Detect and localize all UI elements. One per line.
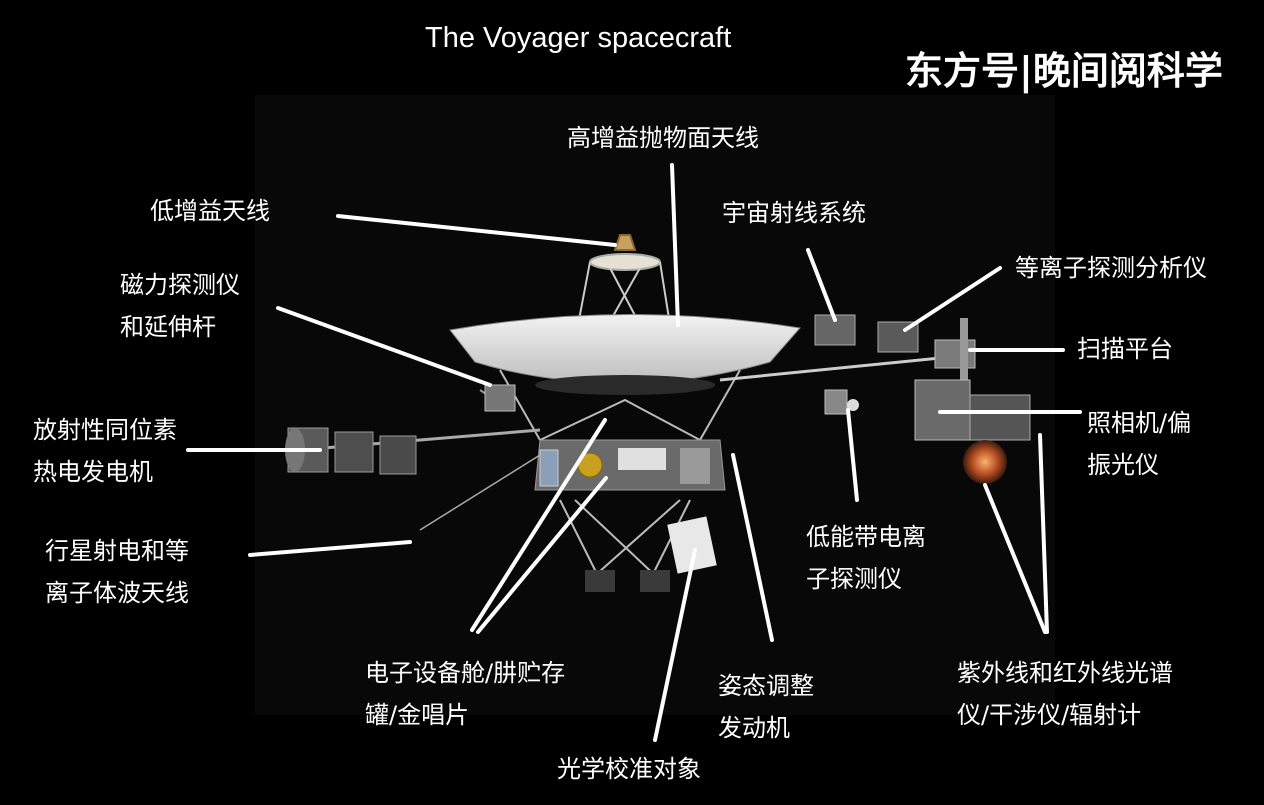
pointer-lines bbox=[186, 163, 1082, 742]
plasma-wave-antenna bbox=[419, 454, 541, 531]
label-text-line-1: 行星射电和等 bbox=[45, 537, 189, 565]
pointer-planetary-radio bbox=[248, 540, 412, 557]
label-cosmic-ray: 宇宙射线系统 bbox=[722, 192, 866, 234]
label-high-gain-antenna: 高增益抛物面天线 bbox=[567, 117, 759, 159]
label-text-line-1: 紫外线和红外线光谱 bbox=[957, 659, 1173, 687]
label-electronics-bus: 电子设备舱/肼贮存 罐/金唱片 bbox=[365, 652, 565, 736]
pointer-magnetometer bbox=[276, 306, 492, 387]
label-text-line-1: 放射性同位素 bbox=[33, 416, 177, 444]
label-magnetometer: 磁力探测仪 和延伸杆 bbox=[120, 264, 240, 348]
label-text: 扫描平台 bbox=[1077, 335, 1173, 363]
label-low-energy-particle: 低能带电离 子探测仪 bbox=[806, 516, 926, 600]
support-truss bbox=[499, 369, 741, 581]
label-text-line-2: 热电发电机 bbox=[33, 458, 153, 486]
label-text-line-2: 和延伸杆 bbox=[120, 313, 216, 341]
lecp-instrument bbox=[824, 389, 859, 415]
label-uv-ir: 紫外线和红外线光谱 仪/干涉仪/辐射计 bbox=[957, 652, 1173, 736]
label-text-line-1: 电子设备舱/肼贮存 bbox=[365, 659, 566, 687]
label-text-line-1: 照相机/偏 bbox=[1087, 409, 1192, 437]
label-text-line-2: 振光仪 bbox=[1087, 451, 1159, 479]
label-text-line-2: 发动机 bbox=[718, 714, 790, 742]
uv-ir-instrument bbox=[963, 440, 1007, 484]
label-planetary-radio: 行星射电和等 离子体波天线 bbox=[45, 530, 189, 614]
label-text: 光学校准对象 bbox=[557, 755, 701, 783]
pointer-bus-2 bbox=[476, 476, 608, 634]
cameras bbox=[914, 379, 1031, 484]
label-text: 低增益天线 bbox=[150, 197, 270, 225]
thruster-cluster bbox=[585, 570, 670, 592]
label-optical-calibration: 光学校准对象 bbox=[557, 748, 701, 790]
label-text-line-1: 低能带电离 bbox=[806, 523, 926, 551]
calibration-plate bbox=[667, 516, 717, 574]
label-text: 等离子探测分析仪 bbox=[1015, 254, 1207, 282]
label-text-line-2: 仪/干涉仪/辐射计 bbox=[957, 701, 1142, 729]
label-text-line-1: 磁力探测仪 bbox=[120, 271, 240, 299]
label-camera: 照相机/偏 振光仪 bbox=[1087, 402, 1191, 486]
high-gain-dish bbox=[449, 313, 801, 385]
diagram-title: The Voyager spacecraft bbox=[425, 22, 732, 54]
rtg-boom bbox=[285, 427, 541, 475]
label-text-line-2: 离子体波天线 bbox=[45, 579, 189, 607]
label-thrusters: 姿态调整 发动机 bbox=[718, 665, 814, 749]
science-boom bbox=[719, 353, 971, 382]
label-text-line-2: 子探测仪 bbox=[806, 565, 902, 593]
scan-platform bbox=[934, 318, 976, 388]
label-plasma-analyzer: 等离子探测分析仪 bbox=[1015, 247, 1207, 289]
label-text-line-2: 罐/金唱片 bbox=[365, 701, 470, 729]
label-text-line-1: 姿态调整 bbox=[718, 672, 814, 700]
pointer-calibration bbox=[653, 548, 697, 742]
pointer-thrusters bbox=[731, 453, 774, 642]
label-rtg: 放射性同位素 热电发电机 bbox=[33, 409, 177, 493]
label-scan-platform: 扫描平台 bbox=[1077, 328, 1173, 370]
pointer-lecp bbox=[846, 408, 859, 502]
label-low-gain-antenna: 低增益天线 bbox=[150, 190, 270, 232]
label-text: 宇宙射线系统 bbox=[722, 199, 866, 227]
low-gain-antenna bbox=[577, 234, 671, 326]
pointer-uv-1 bbox=[983, 483, 1047, 634]
label-text: 高增益抛物面天线 bbox=[567, 124, 759, 152]
pointer-cosmic-ray bbox=[806, 248, 837, 322]
electronics-bus bbox=[534, 439, 726, 491]
pointer-low-gain bbox=[336, 214, 617, 247]
watermark: 东方号|晚间阅科学 bbox=[905, 49, 1223, 93]
pointer-bus-1 bbox=[470, 418, 607, 632]
dish-rim bbox=[535, 375, 715, 395]
pointer-high-gain bbox=[670, 163, 680, 327]
pointer-uv-2 bbox=[1038, 433, 1049, 634]
pointer-plasma bbox=[903, 266, 1002, 332]
